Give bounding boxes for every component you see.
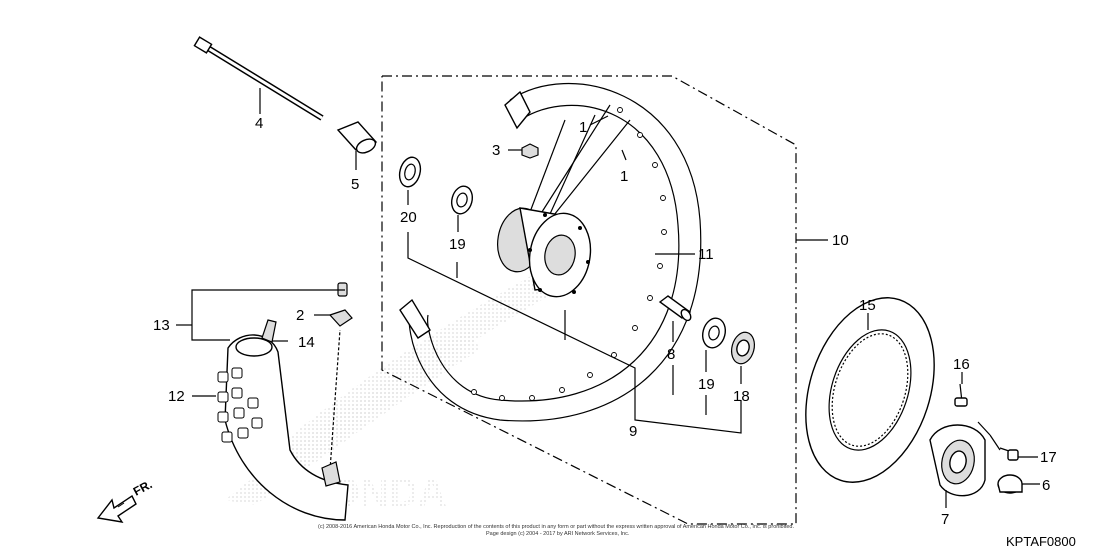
side-collar-part-6[interactable] xyxy=(997,474,1023,494)
direction-label: FR. xyxy=(131,477,155,498)
spokes-part-1[interactable] xyxy=(529,104,631,226)
valve-stem[interactable] xyxy=(321,329,341,487)
disc-bolt-part-16[interactable] xyxy=(954,383,968,407)
callout-2: 2 xyxy=(296,307,304,324)
nipple-nut-part-3[interactable] xyxy=(521,143,539,159)
bearing-part-20[interactable] xyxy=(396,155,423,189)
front-direction-arrow: FR. xyxy=(96,477,155,523)
callout-3: 3 xyxy=(492,142,500,159)
callout-8: 8 xyxy=(667,346,675,363)
callout-20: 20 xyxy=(400,209,417,226)
callout-14: 14 xyxy=(298,334,315,351)
collar-part-5[interactable] xyxy=(336,121,378,156)
callout-13: 13 xyxy=(153,317,170,334)
bearing-part-19-right[interactable] xyxy=(699,316,728,351)
copyright-line-1: (c) 2008-2016 American Honda Motor Co., … xyxy=(318,524,794,530)
callout-numbers: 1 1 2 3 4 5 6 7 8 9 10 11 12 13 14 15 16… xyxy=(153,115,1057,528)
callout-19-left: 19 xyxy=(449,236,466,253)
callout-10: 10 xyxy=(832,232,849,249)
callout-1-lower: 1 xyxy=(620,168,628,185)
valve-nut-part-2[interactable] xyxy=(328,309,353,327)
distance-collar-part-8[interactable] xyxy=(658,295,693,322)
copyright-line-2: Page design (c) 2004 - 2017 by ARI Netwo… xyxy=(486,531,630,537)
bolt-part-17[interactable] xyxy=(999,447,1019,461)
callout-4: 4 xyxy=(255,115,263,132)
brake-disc-part-15[interactable] xyxy=(784,281,957,499)
callout-7: 7 xyxy=(941,511,949,528)
hub-flange-part-7[interactable] xyxy=(929,424,986,497)
callout-6: 6 xyxy=(1042,477,1050,494)
callout-9: 9 xyxy=(629,423,637,440)
bearing-part-19-left[interactable] xyxy=(449,184,476,216)
hub-part-11[interactable] xyxy=(493,205,597,302)
callout-17: 17 xyxy=(1040,449,1057,466)
callout-11: 11 xyxy=(698,246,714,263)
wheel-rim[interactable] xyxy=(399,82,702,422)
rim-band-part-14[interactable] xyxy=(261,319,277,343)
callout-1-upper: 1 xyxy=(579,119,587,136)
callout-12: 12 xyxy=(168,388,185,405)
callout-16: 16 xyxy=(953,356,970,373)
callout-5: 5 xyxy=(351,176,359,193)
diagram-code: KPTAF0800 xyxy=(1006,534,1076,549)
dust-seal-part-18[interactable] xyxy=(728,330,758,367)
callout-19-right: 19 xyxy=(698,376,715,393)
leader-lines xyxy=(176,88,1040,508)
callout-18: 18 xyxy=(733,388,750,405)
axle-part-4[interactable] xyxy=(193,36,324,121)
callout-15: 15 xyxy=(859,297,876,314)
assembly-outline xyxy=(381,75,797,525)
